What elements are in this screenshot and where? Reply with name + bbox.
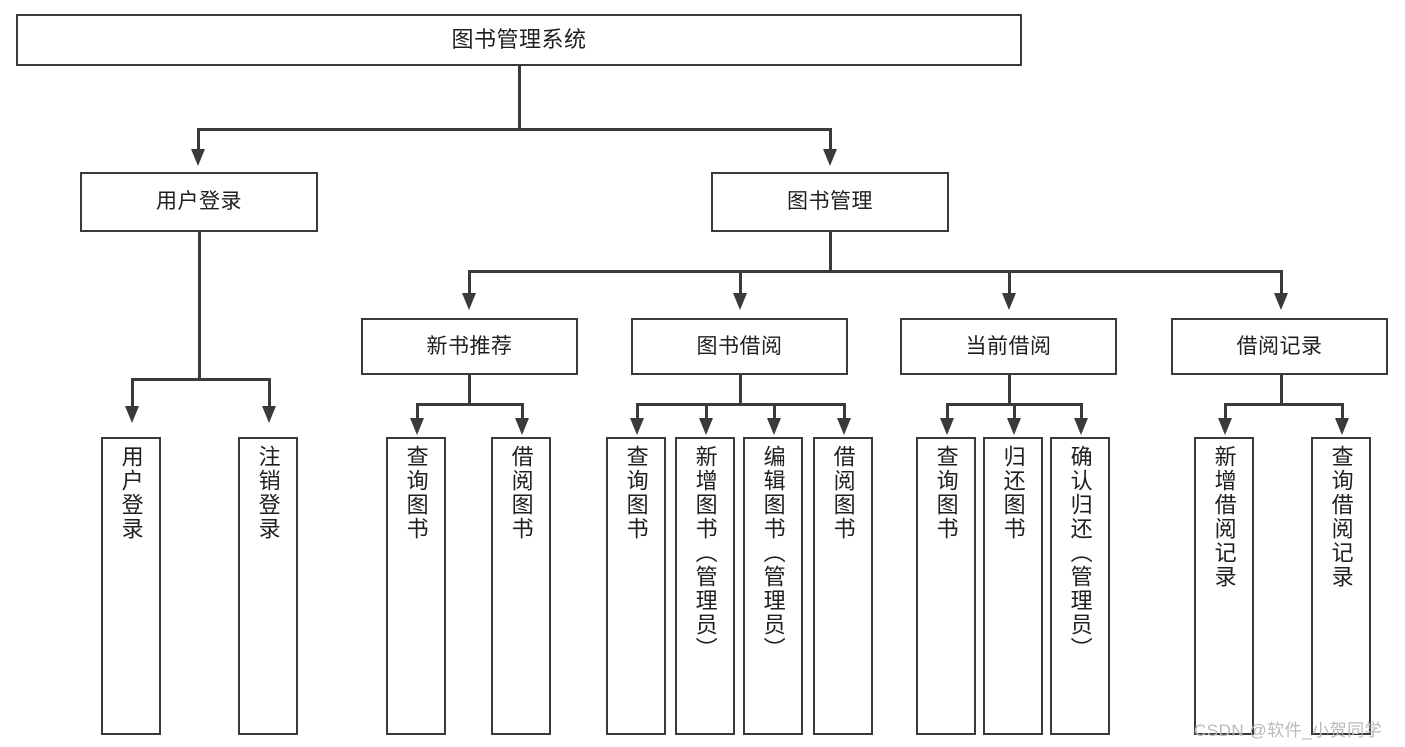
node-leaf-query-book-1-label: 查询图书 (403, 445, 429, 541)
node-leaf-add-book[interactable]: 新增图书（管理员） (675, 437, 735, 735)
node-leaf-logout-login-label: 注销登录 (255, 445, 281, 541)
node-borrow-record[interactable]: 借阅记录 (1171, 318, 1388, 375)
node-current-borrow-label: 当前借阅 (965, 334, 1052, 358)
connector-br-to-leaf-2 (1341, 403, 1344, 419)
node-current-borrow[interactable]: 当前借阅 (900, 318, 1117, 375)
arrow-bb-to-leaf-1 (630, 418, 644, 435)
arrow-cb-to-leaf-1 (940, 418, 954, 435)
connector-bb-to-leaf-4 (843, 403, 846, 419)
arrow-bb-to-leaf-2 (699, 418, 713, 435)
arrow-bm-to-new-book (462, 293, 476, 310)
node-leaf-add-record[interactable]: 新增借阅记录 (1194, 437, 1254, 735)
node-leaf-query-record[interactable]: 查询借阅记录 (1311, 437, 1371, 735)
arrow-bb-to-leaf-4 (837, 418, 851, 435)
arrow-bm-to-current-borrow (1002, 293, 1016, 310)
node-leaf-query-book-3[interactable]: 查询图书 (916, 437, 976, 735)
node-book-borrow[interactable]: 图书借阅 (631, 318, 848, 375)
node-leaf-return-book-label: 归还图书 (1000, 445, 1026, 541)
arrow-new-book-to-leaf-1 (410, 418, 424, 435)
connector-root-to-user-login (197, 128, 200, 150)
node-leaf-query-book-3-label: 查询图书 (933, 445, 959, 541)
connector-borrow-record-bus (1224, 403, 1341, 406)
node-leaf-query-record-label: 查询借阅记录 (1328, 445, 1354, 589)
node-leaf-user-login[interactable]: 用户登录 (101, 437, 161, 735)
connector-bm-to-current-borrow (1008, 270, 1011, 294)
node-leaf-user-login-label: 用户登录 (118, 445, 144, 541)
node-borrow-record-label: 借阅记录 (1236, 334, 1323, 358)
connector-cb-to-leaf-2 (1013, 403, 1016, 419)
node-leaf-add-book-label: 新增图书（管理员） (692, 445, 718, 661)
connector-bm-to-borrow-record (1280, 270, 1283, 294)
connector-root-to-book-management (829, 128, 832, 150)
connector-user-login-to-leaf-2 (268, 378, 271, 407)
connector-new-book-bus (416, 403, 521, 406)
node-book-management-label: 图书管理 (787, 190, 873, 214)
connector-bb-to-leaf-1 (636, 403, 639, 419)
node-book-management[interactable]: 图书管理 (711, 172, 949, 232)
arrow-new-book-to-leaf-2 (515, 418, 529, 435)
node-leaf-borrow-book-1[interactable]: 借阅图书 (491, 437, 551, 735)
arrow-cb-to-leaf-3 (1074, 418, 1088, 435)
connector-bm-to-book-borrow (739, 270, 742, 294)
connector-bb-to-leaf-3 (773, 403, 776, 419)
node-new-book-recommend-label: 新书推荐 (426, 334, 513, 358)
node-user-login-label: 用户登录 (156, 190, 242, 214)
connector-cb-to-leaf-3 (1080, 403, 1083, 419)
node-leaf-borrow-book-2[interactable]: 借阅图书 (813, 437, 873, 735)
node-leaf-edit-book[interactable]: 编辑图书（管理员） (743, 437, 803, 735)
arrow-root-to-book-management (823, 149, 837, 166)
node-leaf-query-book-1[interactable]: 查询图书 (386, 437, 446, 735)
connector-book-management-bus (468, 270, 1280, 273)
node-leaf-query-book-2-label: 查询图书 (623, 445, 649, 541)
connector-root-stem (518, 66, 521, 130)
connector-cb-to-leaf-1 (946, 403, 949, 419)
node-leaf-confirm-return[interactable]: 确认归还（管理员） (1050, 437, 1110, 735)
arrow-bm-to-book-borrow (733, 293, 747, 310)
connector-current-borrow-stem (1008, 375, 1011, 405)
arrow-br-to-leaf-1 (1218, 418, 1232, 435)
connector-new-book-to-leaf-1 (416, 403, 419, 419)
connector-book-management-stem (829, 232, 832, 272)
connector-new-book-to-leaf-2 (521, 403, 524, 419)
connector-bb-to-leaf-2 (705, 403, 708, 419)
node-leaf-borrow-book-1-label: 借阅图书 (508, 445, 534, 541)
arrow-bb-to-leaf-3 (767, 418, 781, 435)
connector-root-bus (197, 128, 831, 131)
arrow-cb-to-leaf-2 (1007, 418, 1021, 435)
node-leaf-return-book[interactable]: 归还图书 (983, 437, 1043, 735)
arrow-user-login-to-leaf-1 (125, 406, 139, 423)
node-leaf-borrow-book-2-label: 借阅图书 (830, 445, 856, 541)
connector-user-login-bus (131, 378, 268, 381)
node-book-borrow-label: 图书借阅 (696, 334, 783, 358)
connector-new-book-stem (468, 375, 471, 405)
node-root[interactable]: 图书管理系统 (16, 14, 1022, 66)
node-leaf-confirm-return-label: 确认归还（管理员） (1067, 445, 1093, 661)
arrow-root-to-user-login (191, 149, 205, 166)
connector-book-borrow-bus (636, 403, 843, 406)
node-root-label: 图书管理系统 (451, 26, 587, 52)
node-leaf-edit-book-label: 编辑图书（管理员） (760, 445, 786, 661)
connector-book-borrow-stem (739, 375, 742, 405)
node-new-book-recommend[interactable]: 新书推荐 (361, 318, 578, 375)
node-user-login[interactable]: 用户登录 (80, 172, 318, 232)
arrow-bm-to-borrow-record (1274, 293, 1288, 310)
node-leaf-query-book-2[interactable]: 查询图书 (606, 437, 666, 735)
connector-borrow-record-stem (1280, 375, 1283, 405)
arrow-user-login-to-leaf-2 (262, 406, 276, 423)
connector-user-login-to-leaf-1 (131, 378, 134, 407)
connector-bm-to-new-book (468, 270, 471, 294)
connector-user-login-stem (198, 232, 201, 380)
node-leaf-add-record-label: 新增借阅记录 (1211, 445, 1237, 589)
node-leaf-logout-login[interactable]: 注销登录 (238, 437, 298, 735)
connector-br-to-leaf-1 (1224, 403, 1227, 419)
arrow-br-to-leaf-2 (1335, 418, 1349, 435)
